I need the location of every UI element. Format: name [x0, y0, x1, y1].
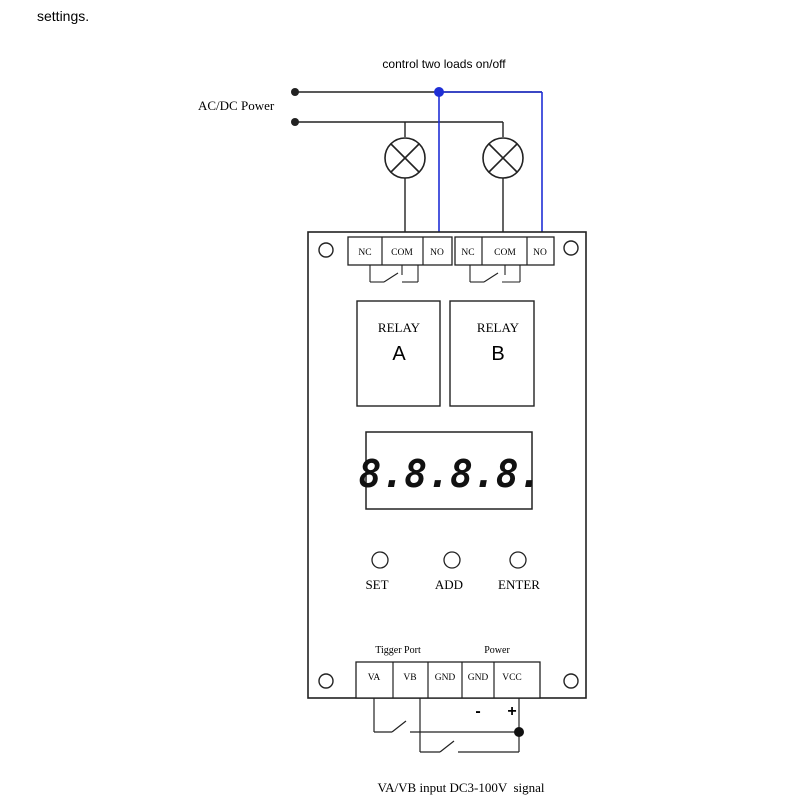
common-junction-dot	[514, 727, 524, 737]
terminal-a-com: COM	[391, 248, 413, 258]
input-terminal-block	[355, 661, 541, 699]
terminal-b-no: NO	[533, 248, 547, 258]
relay-b-contact-symbol	[469, 265, 521, 283]
signal-caption: VA/VB input DC3-100V signal	[377, 780, 544, 795]
add-button[interactable]	[443, 551, 461, 569]
relay-a-title: RELAY	[378, 320, 421, 335]
relay-b-box	[449, 300, 535, 407]
seven-segment-display: 8.8.8.8.	[358, 452, 541, 496]
terminal-gnd-trigger: GND	[435, 673, 456, 683]
enter-label: ENTER	[498, 577, 540, 592]
terminal-va: VA	[368, 673, 381, 683]
trigger-wiring	[373, 698, 520, 753]
relay-b-title: RELAY	[477, 320, 520, 335]
relay-a-box	[356, 300, 441, 407]
terminal-b-nc: NC	[461, 248, 474, 258]
relay-board	[307, 231, 587, 699]
power-port-label: Power	[484, 645, 510, 656]
display-frame	[365, 431, 533, 510]
add-label: ADD	[435, 577, 463, 592]
minus-sign: -	[475, 703, 480, 720]
plus-sign: +	[507, 703, 516, 720]
terminal-gnd-power: GND	[468, 673, 489, 683]
terminal-vb: VB	[403, 673, 416, 683]
terminal-a-no: NO	[430, 248, 444, 258]
mounting-hole-bl	[318, 673, 334, 689]
relay-terminal-block	[347, 236, 555, 266]
terminal-a-nc: NC	[358, 248, 371, 258]
relay-b-letter: B	[491, 343, 504, 365]
enter-button[interactable]	[509, 551, 527, 569]
terminal-vcc: VCC	[502, 673, 522, 683]
diagram-title: control two loads on/off	[382, 57, 506, 71]
power-source-label: AC/DC Power	[198, 98, 275, 113]
relay-a-letter: A	[392, 343, 406, 365]
mounting-hole-tr	[563, 240, 579, 256]
relay-a-contact-symbol	[369, 265, 419, 283]
set-button[interactable]	[371, 551, 389, 569]
mounting-hole-tl	[318, 242, 334, 258]
caption-settings: settings.	[37, 8, 89, 24]
lamp-a-icon	[384, 137, 426, 179]
trigger-port-label: Tigger Port	[375, 645, 421, 656]
lamp-b-icon	[482, 137, 524, 179]
terminal-b-com: COM	[494, 248, 516, 258]
set-label: SET	[365, 577, 388, 592]
mounting-hole-br	[563, 673, 579, 689]
